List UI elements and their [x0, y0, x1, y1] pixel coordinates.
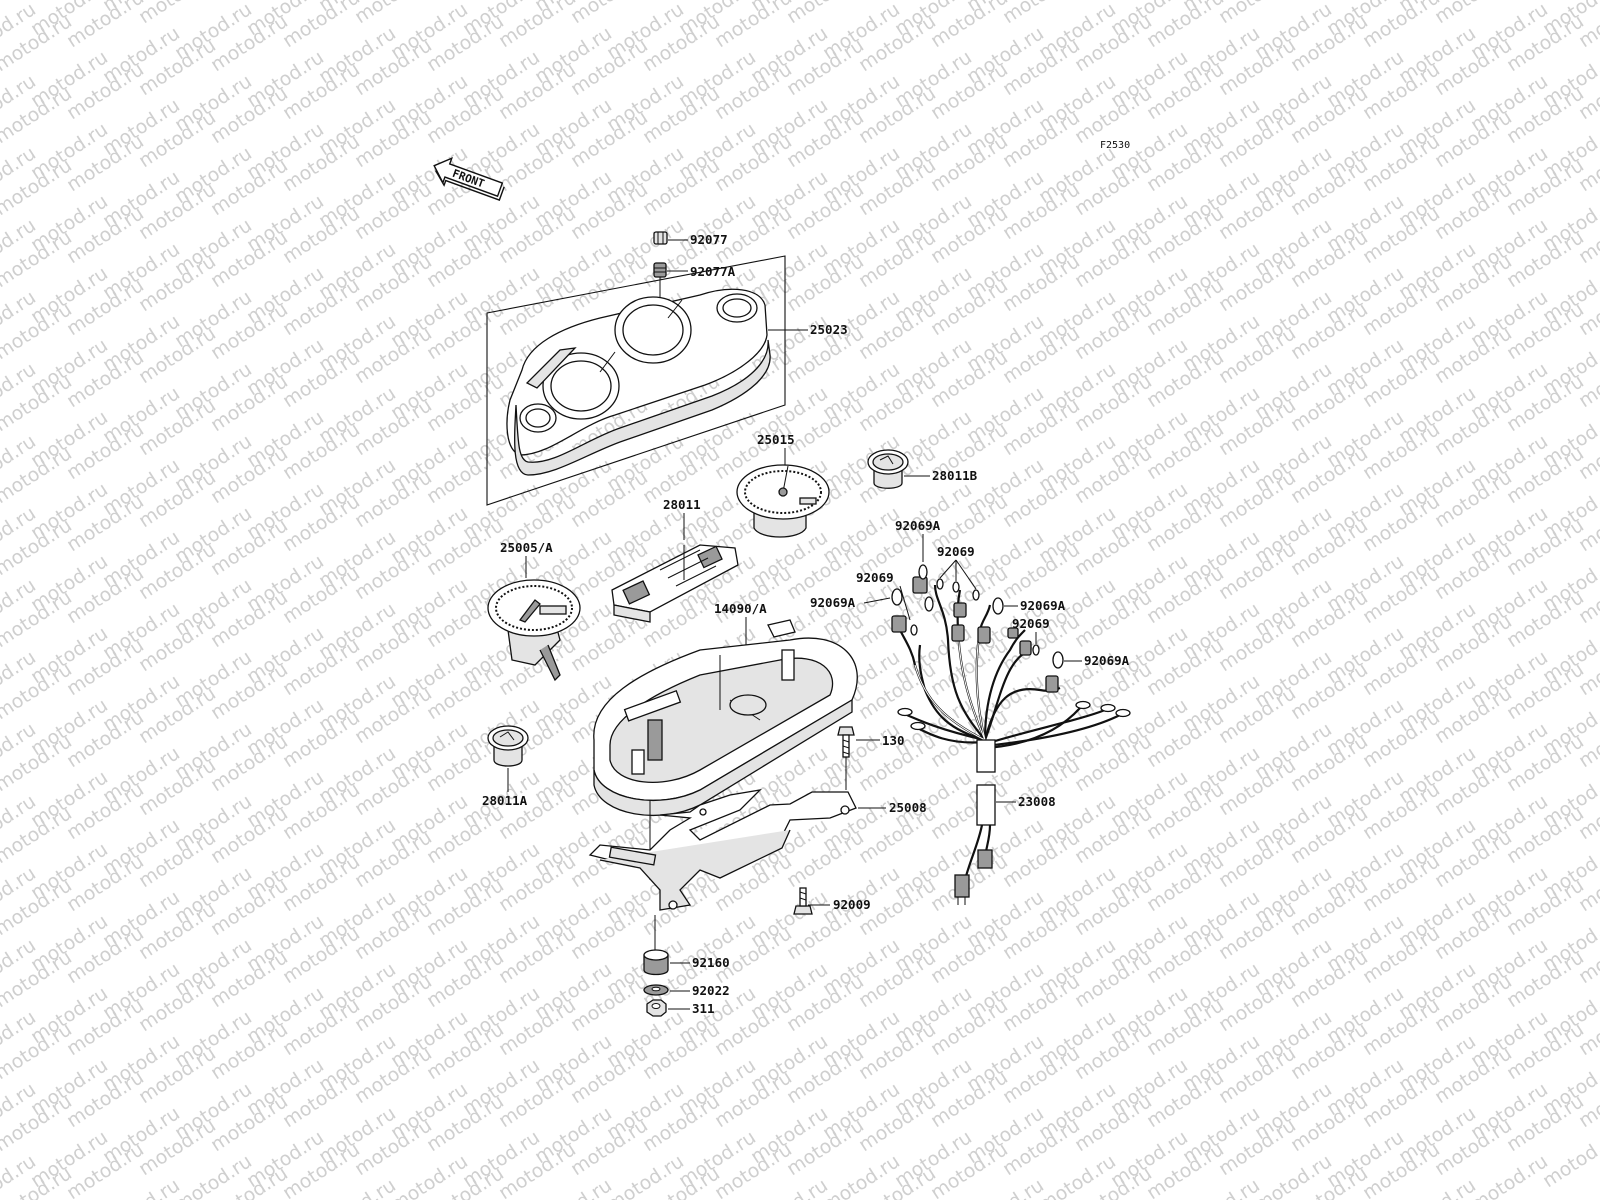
label-25005A: 25005/A [500, 540, 553, 555]
label-92069A-left: 92069A [810, 595, 856, 610]
label-92069A-top: 92069A [895, 518, 941, 533]
indicator-unit-28011-icon [611, 544, 739, 623]
label-25008: 25008 [889, 800, 927, 815]
label-92009: 92009 [833, 897, 871, 912]
label-92077A: 92077A [690, 264, 736, 279]
label-130: 130 [882, 733, 905, 748]
label-92069A-right: 92069A [1020, 598, 1066, 613]
speedometer-25005A-icon [487, 579, 581, 682]
harness-sockets-icon [891, 576, 1059, 693]
washer-92022-icon [643, 984, 669, 996]
bulbs-92069-icon [891, 564, 1064, 669]
label-28011B: 28011B [932, 468, 978, 483]
label-92069-right: 92069 [1012, 616, 1050, 631]
diagram-code: F2530 [1100, 140, 1130, 151]
socket-28011A-icon [487, 725, 529, 767]
label-28011: 28011 [663, 497, 701, 512]
label-25015: 25015 [757, 432, 795, 447]
screw-92009-icon [793, 887, 813, 915]
label-14090A: 14090/A [714, 601, 767, 616]
label-92069-top: 92069 [937, 544, 975, 559]
label-92022: 92022 [692, 983, 730, 998]
damper-92160-icon [643, 949, 669, 976]
meter-case-14090A-icon [593, 619, 858, 817]
tachometer-25015-icon [736, 464, 830, 538]
meter-cover-25023-icon [506, 288, 771, 476]
wire-harness-23008-icon [897, 584, 1131, 905]
bolt-130-icon [837, 726, 855, 758]
label-92160: 92160 [692, 955, 730, 970]
damper-92077A-icon [653, 262, 667, 278]
label-92069-left: 92069 [856, 570, 894, 585]
label-28011A: 28011A [482, 793, 528, 808]
socket-28011B-icon [867, 449, 909, 489]
bracket-25008-icon [588, 789, 857, 911]
nut-311-icon [646, 999, 667, 1017]
label-92077: 92077 [690, 232, 728, 247]
label-311: 311 [692, 1001, 715, 1016]
watermark-text: motod.ru [1539, 1126, 1600, 1192]
label-92069A-bottom: 92069A [1084, 653, 1130, 668]
label-25023: 25023 [810, 322, 848, 337]
meter-cover-frame [486, 255, 786, 506]
label-23008: 23008 [1018, 794, 1056, 809]
cap-92077-icon [653, 231, 668, 245]
